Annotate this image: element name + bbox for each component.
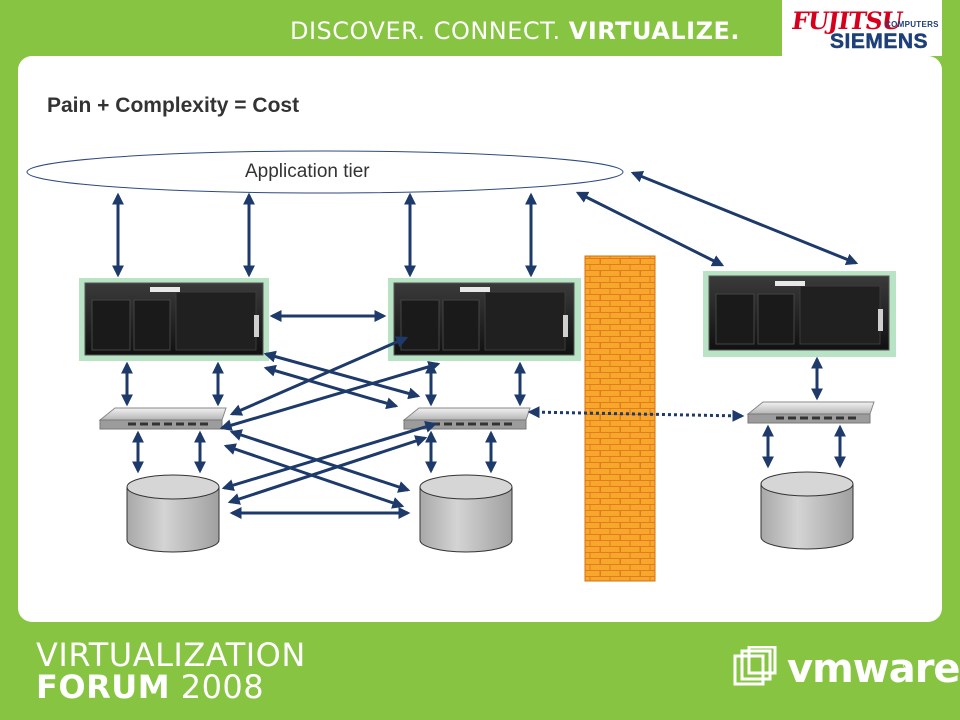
tagline-virtualize: VIRTUALIZE.: [568, 17, 741, 45]
san-switch-2: [402, 407, 531, 430]
fujitsu-siemens-logo: FUJITSU COMPUTERS SIEMENS: [782, 0, 942, 56]
vmware-logo-text: vmware: [787, 646, 960, 692]
tagline-discover: DISCOVER.: [290, 17, 426, 45]
header-bar: DISCOVER. CONNECT. VIRTUALIZE. FUJITSU C…: [0, 0, 960, 60]
san-switch-1: [98, 407, 227, 430]
tagline-connect: CONNECT.: [433, 17, 561, 45]
server-2: [388, 278, 581, 361]
firewall-wall: [584, 255, 656, 582]
logo-computers-text: COMPUTERS: [885, 20, 939, 29]
vmware-registered-mark: ®: [903, 660, 912, 672]
arrow-switch2-switch3-dotted: [527, 406, 745, 422]
vmware-squares-icon: [733, 646, 777, 686]
footer-virtualization: VIRTUALIZATION: [36, 636, 306, 674]
footer-year: 2008: [180, 668, 265, 706]
application-tier-label: Application tier: [245, 161, 370, 182]
slide-title: Pain + Complexity = Cost: [47, 94, 300, 117]
footer-forum-word: FORUM: [36, 668, 171, 706]
arrow-switch2-storage1-b: [227, 435, 428, 505]
tagline: DISCOVER. CONNECT. VIRTUALIZE.: [290, 17, 740, 45]
footer-forum-2008: FORUM 2008: [36, 668, 264, 706]
logo-siemens-text: SIEMENS: [830, 30, 929, 54]
san-switch-3: [746, 401, 875, 424]
server-3: [703, 271, 896, 357]
storage-1: [126, 474, 220, 553]
arrow-server2-switch1-b: [219, 360, 441, 432]
storage-3: [760, 471, 854, 550]
arrow-server1-switch2-b: [263, 364, 399, 410]
arrow-app-server3-a: [575, 191, 725, 267]
server-1: [79, 278, 269, 361]
storage-2: [419, 474, 513, 553]
application-tier-ellipse: [26, 150, 624, 194]
connection-arrows: [112, 171, 859, 519]
arrow-app-server3-b: [630, 171, 859, 265]
